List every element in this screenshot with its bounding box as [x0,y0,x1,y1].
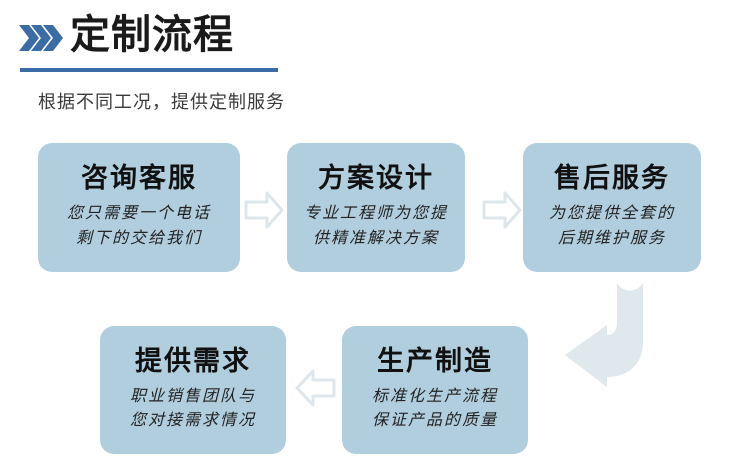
flow-step-line: 保证产品的质量 [371,410,498,430]
flow-step-line: 后期维护服务 [557,227,666,247]
flow-step-line: 您只需要一个电话 [66,203,211,223]
flow-step-title: 生产制造 [377,345,493,377]
flow-step-title: 方案设计 [318,163,434,195]
flow-step-aftersales[interactable]: 售后服务 为您提供全套的 后期维护服务 [523,143,701,272]
arrow-right-icon [481,189,523,231]
flow-step-line: 职业销售团队与 [129,385,256,405]
arrow-left-icon [293,366,337,410]
flow-step-line: 供精准解决方案 [312,227,439,247]
arrow-right-icon [243,189,285,231]
flow-step-demand[interactable]: 提供需求 职业销售团队与 您对接需求情况 [100,326,286,454]
flow-step-line: 您对接需求情况 [129,410,256,430]
triple-chevron-right-icon [18,22,64,54]
flow-step-design[interactable]: 方案设计 专业工程师为您提 供精准解决方案 [287,143,465,272]
flow-step-line: 专业工程师为您提 [303,203,448,223]
flow-step-line: 标准化生产流程 [371,385,498,405]
flow-step-line: 剩下的交给我们 [75,227,202,247]
flow-step-consult[interactable]: 咨询客服 您只需要一个电话 剩下的交给我们 [38,143,240,272]
page-subtitle: 根据不同工况，提供定制服务 [38,92,285,113]
title-underline [20,68,278,72]
arrow-bend-down-left-icon [551,281,681,389]
flow-step-title: 售后服务 [554,163,670,195]
flow-step-title: 提供需求 [135,345,251,377]
page-title: 定制流程 [70,12,234,58]
page-header: 定制流程 [18,12,318,74]
flow-step-title: 咨询客服 [81,163,197,195]
flow-step-manufacture[interactable]: 生产制造 标准化生产流程 保证产品的质量 [342,326,528,454]
flow-step-line: 为您提供全套的 [548,203,675,223]
